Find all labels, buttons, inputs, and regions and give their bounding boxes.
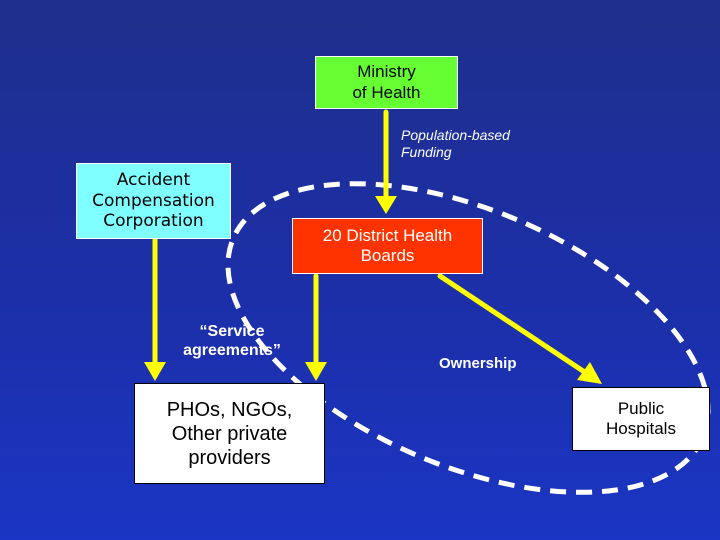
arrow-acc-head (144, 362, 166, 381)
dhb-label: 20 District Health Boards (322, 225, 453, 265)
providers-label: PHOs, NGOs, Other private providers (166, 398, 293, 469)
arrow-funding-head (375, 196, 397, 214)
arrow-ownership-head (577, 362, 602, 384)
acc-node: Accident Compensation Corporation (76, 163, 231, 239)
dhb-node: 20 District Health Boards (292, 218, 483, 274)
service-agreements-edge-label: “Service agreements” (183, 323, 281, 360)
public-hospitals-label: Public Hospitals (606, 398, 676, 438)
arrow-ownership (437, 273, 586, 374)
ministry-of-health-label: Ministry of Health (352, 62, 421, 102)
ownership-edge-label: Ownership (439, 355, 517, 372)
arrows (144, 109, 602, 384)
providers-node: PHOs, NGOs, Other private providers (134, 383, 325, 484)
public-hospitals-node: Public Hospitals (572, 387, 710, 451)
ministry-of-health-node: Ministry of Health (315, 56, 458, 109)
arrow-dhb-head (305, 362, 327, 381)
funding-edge-label: Population-based Funding (401, 127, 510, 160)
acc-label: Accident Compensation Corporation (92, 170, 215, 232)
